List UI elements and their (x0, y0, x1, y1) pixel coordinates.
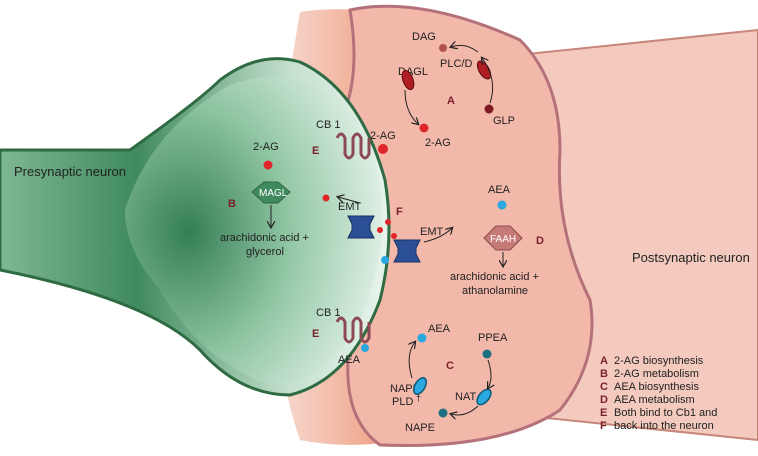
magl-label: MAGL (259, 188, 288, 199)
cb1-bottom-label: CB 1 (316, 307, 340, 319)
legend-item: F back into the neuron (600, 420, 714, 432)
faah-enzyme (483, 225, 523, 251)
code-a: A (447, 95, 455, 107)
svg-text:2-AG biosynthesis: 2-AG biosynthesis (614, 355, 704, 367)
glp-dot (484, 104, 494, 114)
aea-biosynthesis-cycle: AEA PPEA C NAPE- PLD † NAT NAPE (390, 323, 508, 434)
nape-pld-label-2: PLD (392, 396, 413, 408)
cb1-top-receptor (335, 132, 371, 160)
postsynaptic-2ag-label: 2-AG (425, 137, 451, 149)
code-d: D (536, 235, 544, 247)
postsynaptic-aea-bottom-label: AEA (428, 323, 451, 335)
legend-item: D AEA metabolism (600, 394, 695, 406)
svg-text:AEA metabolism: AEA metabolism (614, 394, 695, 406)
faah-products-line1: arachidonic acid + (450, 271, 539, 283)
svg-text:F: F (600, 420, 607, 432)
code-e-bottom: E (312, 328, 319, 340)
dag-dot (439, 44, 447, 52)
postsynaptic-emt-aea-dot (381, 256, 389, 264)
legend: A 2-AG biosynthesis B 2-AG metabolism C … (600, 355, 717, 432)
legend-item: B 2-AG metabolism (600, 368, 699, 380)
magl-enzyme: MAGL (251, 181, 291, 204)
emt-2ag-dot-3 (391, 233, 397, 239)
postsynaptic-neuron-label: Postsynaptic neuron (632, 250, 750, 265)
postsynaptic-aea-bottom-dot (417, 333, 427, 343)
postsynaptic-2ag-dot (419, 123, 429, 133)
presynaptic-neuron-label: Presynaptic neuron (14, 164, 126, 179)
legend-item: A 2-AG biosynthesis (600, 355, 704, 367)
svg-text:A: A (600, 355, 608, 367)
ppea-label: PPEA (478, 332, 508, 344)
nat-label: NAT (455, 391, 476, 403)
cb1-bottom-receptor (335, 316, 371, 344)
nape-dot (438, 408, 448, 418)
two-ag-biosynthesis-cycle: DAG DAGL PLC/D GLP A 2-AG (398, 31, 515, 149)
aea-metabolism: AEA FAAH D arachidonic acid + athanolami… (450, 184, 544, 297)
emt-2ag-dot-2 (377, 227, 383, 233)
glp-label: GLP (493, 115, 515, 127)
cb1-aea-dot (361, 344, 369, 352)
nape-label: NAPE (405, 422, 435, 434)
svg-text:2-AG metabolism: 2-AG metabolism (614, 368, 699, 380)
presynaptic-2ag-dot (263, 160, 273, 170)
legend-item: C AEA biosynthesis (600, 381, 699, 393)
plcd-label: PLC/D (440, 58, 472, 70)
code-b: B (228, 198, 236, 210)
presynaptic-neuron-body (0, 57, 391, 397)
ppea-dot (482, 349, 492, 359)
postsynaptic-emt-arrow (423, 228, 452, 243)
presynaptic-emt-label: EMT (338, 201, 362, 213)
presynaptic-aea-label: AEA (338, 354, 361, 366)
cb1-2ag-label: 2-AG (370, 130, 396, 142)
magl-products-line2: glycerol (246, 246, 284, 258)
svg-text:AEA biosynthesis: AEA biosynthesis (614, 381, 699, 393)
nat-enzyme (476, 388, 492, 406)
postsynaptic-aea-top-dot (497, 200, 507, 210)
dagl-enzyme (401, 69, 415, 91)
code-f: F (396, 206, 403, 218)
faah-label: FAAH (490, 234, 516, 245)
svg-text:D: D (600, 394, 608, 406)
code-c: C (446, 360, 454, 372)
legend-item: E Both bind to Cb1 and (600, 407, 717, 419)
postsynaptic-aea-top-label: AEA (488, 184, 511, 196)
svg-text:back into the neuron: back into the neuron (614, 420, 714, 432)
nape-pld-enzyme (413, 377, 427, 395)
svg-text:E: E (600, 407, 607, 419)
plcd-enzyme (476, 60, 492, 80)
svg-text:C: C (600, 381, 608, 393)
presynaptic-emt-2ag-dot (322, 194, 330, 202)
cb1-top-label: CB 1 (316, 119, 340, 131)
presynaptic-emt-arrow (338, 197, 361, 204)
nape-pld-dagger: † (416, 393, 421, 403)
postsynaptic-emt-transporter (393, 239, 421, 263)
cb1-2ag-dot (378, 144, 388, 154)
dag-label: DAG (412, 31, 436, 43)
svg-text:B: B (600, 368, 608, 380)
svg-text:Both bind to Cb1 and: Both bind to Cb1 and (614, 407, 717, 419)
presynaptic-2ag-label: 2-AG (253, 141, 279, 153)
faah-products-line2: athanolamine (462, 285, 528, 297)
presynaptic-emt-transporter (347, 215, 375, 239)
emt-2ag-dot-1 (385, 219, 391, 225)
magl-products-line1: arachidonic acid + (220, 232, 309, 244)
code-e-top: E (312, 145, 319, 157)
postsynaptic-emt-label: EMT (420, 226, 444, 238)
